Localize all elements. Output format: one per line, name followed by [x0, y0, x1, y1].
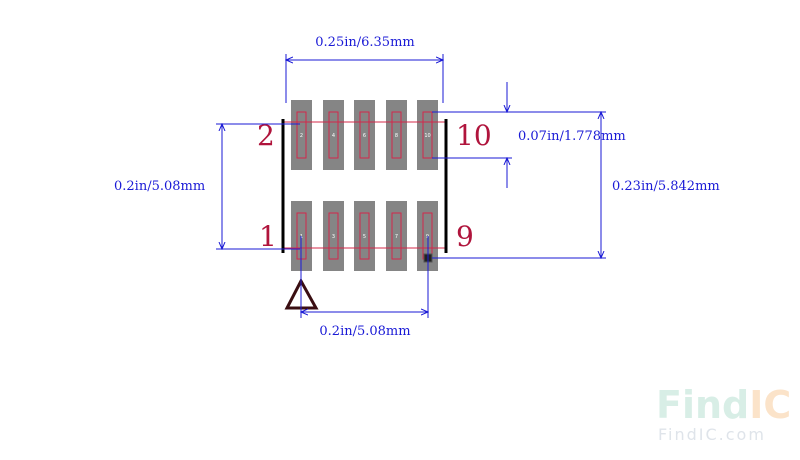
- pad-number-top-5: 10: [424, 133, 430, 139]
- pad-number-bottom-4: 7: [395, 234, 398, 240]
- pad-top-5: [417, 100, 438, 170]
- pad-outline-top-2: [328, 111, 339, 159]
- watermark-logo-find: Find: [656, 383, 749, 427]
- dimension-body-width: [286, 54, 443, 103]
- pad-number-top-3: 6: [363, 133, 366, 139]
- dimension-row-pitch: [216, 124, 300, 249]
- watermark-logo-ic: IC: [749, 383, 791, 427]
- dimension-label-row-pitch: 0.2in/5.08mm: [114, 179, 205, 194]
- watermark-url: FindIC.com: [658, 425, 766, 444]
- courtyard-lines: [284, 121, 446, 249]
- findic-watermark: FindIC FindIC.com: [656, 383, 791, 444]
- pin-label-bottom-left: 1: [259, 220, 277, 253]
- dimension-label-pad-length: 0.07in/1.778mm: [518, 129, 626, 144]
- pin-label-top-left: 2: [257, 119, 275, 152]
- pad-outline-top-1: [296, 111, 307, 159]
- pin-label-top-right: 10: [456, 119, 492, 152]
- pad-bottom-4: [386, 201, 407, 271]
- pad-row-top: 2 4 6 8 10: [291, 100, 438, 170]
- dimension-label-overall-height: 0.23in/5.842mm: [612, 179, 720, 194]
- pad-top-1: [291, 100, 312, 170]
- dimension-overall-height: [432, 112, 606, 258]
- pad-bottom-3: [354, 201, 375, 271]
- dimension-pad-span: [301, 236, 428, 318]
- pad-number-top-2: 4: [332, 133, 335, 139]
- dimension-label-pad-span: 0.2in/5.08mm: [319, 324, 410, 339]
- body-outline: [281, 119, 448, 253]
- dimension-label-body-width: 0.25in/6.35mm: [315, 35, 414, 50]
- pad-outline-top-4: [391, 111, 402, 159]
- pad-top-2: [323, 100, 344, 170]
- pad-number-top-1: 2: [300, 133, 303, 139]
- pad-outline-top-3: [359, 111, 370, 159]
- pad-outline-bottom-3: [359, 212, 370, 260]
- pad-number-bottom-2: 3: [332, 234, 335, 240]
- pad-outline-top-5: [422, 111, 433, 159]
- pad-outline-bottom-4: [391, 212, 402, 260]
- pad-outline-bottom-2: [328, 212, 339, 260]
- pad-top-4: [386, 100, 407, 170]
- pad-bottom-2: [323, 201, 344, 271]
- pad-top-3: [354, 100, 375, 170]
- pad-number-bottom-3: 5: [363, 234, 366, 240]
- pin-label-bottom-right: 9: [456, 220, 474, 253]
- svg-text:FindIC: FindIC: [656, 383, 791, 427]
- pad-number-top-4: 8: [395, 133, 398, 139]
